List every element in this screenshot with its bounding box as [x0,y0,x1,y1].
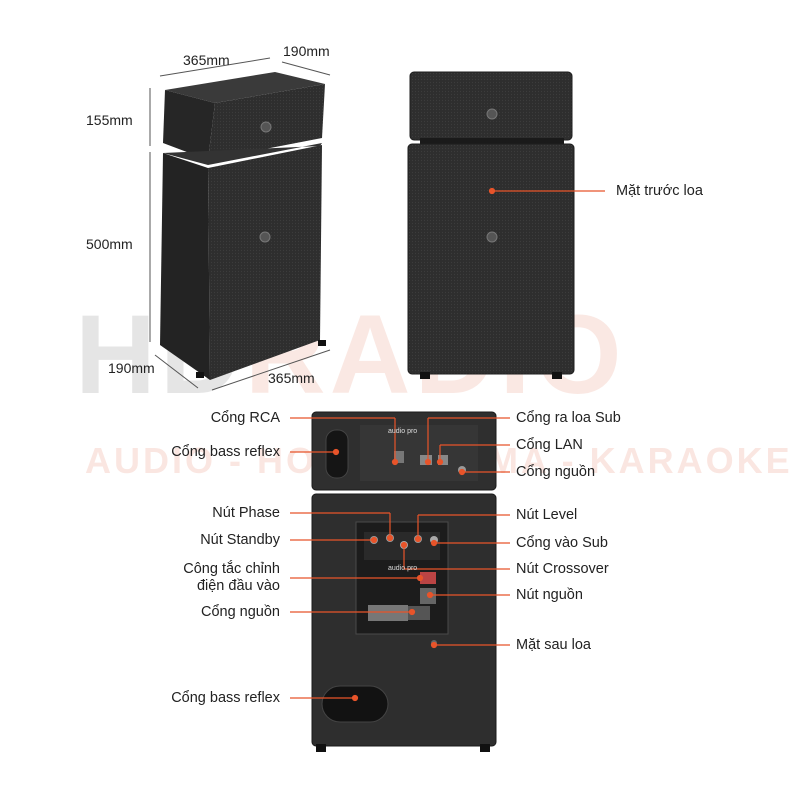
label-rca: Cổng RCA [210,410,280,426]
label-standby: Nút Standby [200,532,280,548]
speaker-front-view [407,71,575,379]
label-phase: Nút Phase [212,505,280,521]
dimension-height-top: 155mm [86,112,133,128]
brand-logo-top: audio pro [388,428,418,435]
callouts [290,187,605,702]
label-bass-reflex-top: Cổng bass reflex [171,444,280,460]
dimension-lines [149,57,331,391]
label-sub-out: Cổng ra loa Sub [516,410,621,426]
label-lan: Cổng LAN [516,437,583,453]
label-power-button: Nút nguồn [516,587,583,603]
label-power-port-bottom: Cổng nguồn [200,604,280,620]
label-voltage-line2: điện đầu vào [196,578,280,594]
speaker-angled-view [160,72,326,380]
label-power-port-top: Cổng nguồn [516,464,596,480]
label-sub-in: Cổng vào Sub [516,535,608,551]
brand-logo-bottom: audio pro [388,565,418,572]
label-crossover: Nút Crossover [516,561,609,577]
dimension-width-top: 365mm [183,52,230,68]
dimension-height-body: 500mm [86,236,133,252]
speaker-rear-view [311,411,497,752]
label-level: Nút Level [516,507,578,523]
dimension-depth-bottom: 190mm [108,360,155,376]
label-rear: Mặt sau loa [516,637,591,653]
label-bass-reflex-bottom: Cổng bass reflex [171,690,280,706]
dimension-width-bottom: 365mm [268,370,315,386]
label-voltage-line1: Công tắc chỉnh [183,561,280,577]
label-front: Mặt trước loa [616,183,703,199]
dimension-depth-top: 190mm [283,43,330,59]
